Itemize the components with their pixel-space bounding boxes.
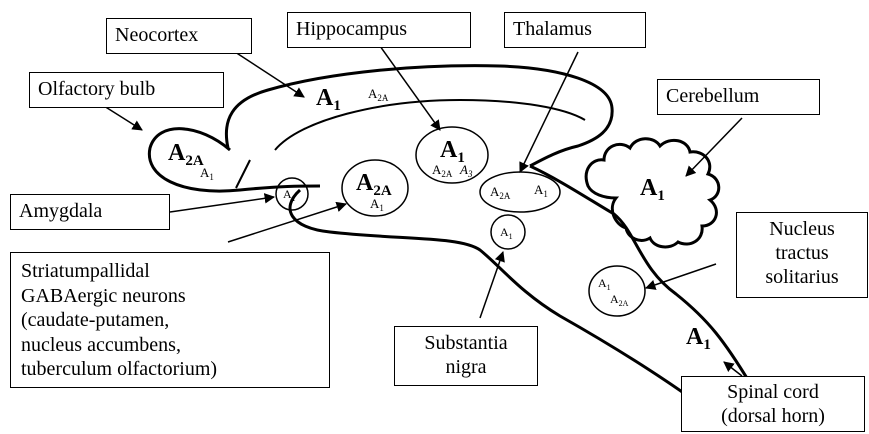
arrow-olfactory-bulb — [103, 105, 143, 131]
label-thalamus: Thalamus — [504, 12, 646, 48]
nts-receptor-a: A1 — [598, 276, 611, 292]
label-amygdala: Amygdala — [10, 194, 170, 230]
label-hippocampus-text: Hippocampus — [296, 18, 408, 40]
hippocampus-nucleus-circle — [415, 126, 489, 184]
substantia-nigra-nucleus-circle — [490, 214, 526, 250]
label-spinal-cord: Spinal cord (dorsal horn) — [681, 376, 865, 432]
cerebellum-receptor: A1 — [640, 175, 665, 204]
arrow-amygdala — [169, 193, 276, 213]
nts-nucleus-circle — [588, 265, 646, 317]
label-cerebellum: Cerebellum — [657, 79, 820, 115]
arrow-hippocampus — [379, 45, 441, 131]
amygdala-receptor: A1 — [283, 187, 296, 203]
label-spinal-cord-line-1: Spinal cord — [727, 381, 819, 403]
substantia-nigra-receptor: A1 — [500, 225, 513, 241]
striatum-nucleus-circle — [341, 159, 409, 217]
olfactory-bulb-divider — [235, 159, 251, 189]
label-neocortex-text: Neocortex — [115, 24, 199, 46]
label-striatum-line-2: GABAergic neurons — [21, 284, 186, 307]
label-striatum-line-3: (caudate-putamen, — [21, 309, 170, 331]
label-olfactory-bulb-text: Olfactory bulb — [38, 78, 156, 100]
neocortex-receptor-main: A1 — [316, 85, 341, 114]
arrow-neocortex — [231, 49, 305, 98]
amygdala-nucleus-circle — [275, 177, 309, 211]
label-nts-line-2: tractus — [775, 242, 829, 264]
neocortex-receptor-minor: A2A — [368, 86, 389, 103]
brain-contour — [224, 64, 614, 168]
cerebellum-shape — [584, 137, 721, 249]
arrow-thalamus — [519, 51, 579, 173]
label-substantia-nigra: Substantia nigra — [394, 326, 538, 386]
label-nts-line-3: solitarius — [765, 266, 839, 288]
label-striatum-line-5: tuberculum olfactorium) — [21, 358, 218, 380]
hippocampus-receptor-minor2: A3 — [459, 162, 473, 179]
thalamus-receptor-a: A2A — [490, 184, 511, 201]
brainstem-upper-contour — [529, 164, 762, 401]
olfactory-bulb-shape — [147, 127, 321, 193]
label-neocortex: Neocortex — [106, 18, 252, 54]
label-striatum-line-1: Striatumpallidal — [21, 260, 150, 282]
hippocampus-receptor-main: A1 — [440, 137, 465, 166]
olfactory-bulb-receptor-main: A2A — [168, 140, 204, 169]
cortex-inner-arc — [274, 98, 586, 151]
nts-receptor-b: A2A — [610, 292, 629, 308]
arrow-cerebellum — [685, 117, 743, 177]
arrow-nts — [645, 263, 717, 290]
arrow-spinal-cord — [723, 361, 743, 377]
striatum-receptor-main: A2A — [356, 170, 392, 199]
label-hippocampus: Hippocampus — [287, 12, 471, 48]
striatum-receptor-minor: A1 — [370, 196, 384, 213]
label-olfactory-bulb: Olfactory bulb — [29, 72, 224, 108]
hippocampus-receptor-minor1: A2A — [432, 162, 453, 179]
label-cerebellum-text: Cerebellum — [666, 85, 760, 107]
label-thalamus-text: Thalamus — [513, 18, 592, 40]
label-striatum-line-4: nucleus accumbens, — [21, 333, 181, 356]
label-striatum: Striatumpallidal GABAergic neurons (caud… — [10, 252, 330, 388]
label-amygdala-text: Amygdala — [19, 200, 103, 222]
spinal-cord-receptor: A1 — [686, 324, 711, 353]
label-substantia-nigra-line-1: Substantia — [424, 332, 508, 354]
thalamus-receptor-b: A1 — [534, 182, 548, 199]
brainstem-lower-contour — [288, 188, 721, 422]
label-nucleus-tractus-solitarius: Nucleus tractus solitarius — [736, 212, 868, 298]
arrow-substantia-nigra — [479, 251, 505, 319]
label-spinal-cord-line-2: (dorsal horn) — [721, 405, 825, 427]
olfactory-bulb-receptor-minor: A1 — [200, 165, 214, 182]
label-nts-line-1: Nucleus — [769, 218, 835, 240]
arrow-striatum — [227, 201, 347, 243]
label-substantia-nigra-line-2: nigra — [445, 356, 487, 378]
